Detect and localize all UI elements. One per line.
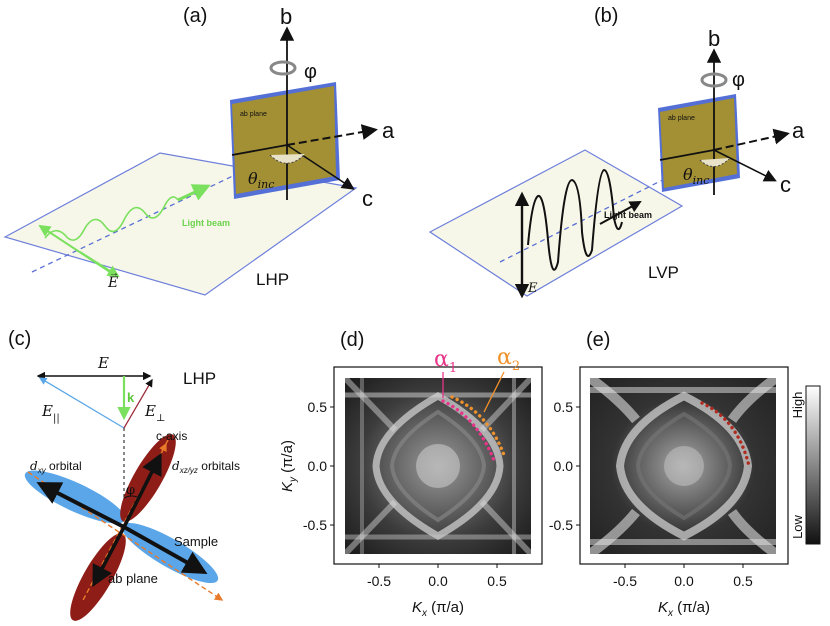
beam-axis-line: [499, 151, 719, 263]
panel-a-label: (a): [183, 5, 207, 27]
theta-label: θinc: [248, 169, 274, 191]
ab-plane-arrow-left: [36, 482, 125, 529]
x-axis-label: Kx (π/a): [658, 599, 710, 619]
y-tick-label: 0.0: [308, 458, 328, 474]
axis-c: [286, 144, 355, 190]
y-tick-label: -0.5: [549, 517, 573, 533]
axis-a-dashed: [659, 149, 715, 161]
axis-a-label: a: [382, 118, 395, 143]
axis-b-label: b: [280, 4, 292, 29]
y-tick-label: 0.5: [554, 399, 574, 415]
polarization-label: LHP: [183, 369, 216, 388]
ab-plane-arrow-right: [123, 525, 208, 574]
y-tick-label: 0.5: [308, 399, 328, 415]
axis-c: [713, 149, 777, 182]
theta-arc: [269, 153, 306, 164]
ab-plane-arrow-down: [92, 526, 126, 588]
e-label: E: [97, 354, 109, 372]
panel-c-label: (c): [8, 328, 31, 350]
panel-a: (a) Light beam E → ab plane b a c φ θinc…: [3, 4, 395, 296]
x-ticks: [576, 406, 744, 568]
sample-axis-line: [27, 471, 224, 601]
x-tick-label: -0.5: [367, 573, 391, 589]
k-label: k: [127, 390, 135, 405]
x-axis-label: Kx (π/a): [412, 599, 464, 619]
e-field-label: E: [107, 275, 118, 291]
alpha1-dotted-line: [441, 399, 497, 465]
intensity-map: [345, 378, 531, 554]
beam-arrow: [599, 201, 642, 225]
colorbar: High Low: [790, 385, 821, 545]
x-tick-label: 0.5: [733, 573, 753, 589]
beam-axis-line: [31, 151, 284, 273]
alpha1-label: α1: [434, 347, 457, 376]
phi-label: φ: [732, 69, 745, 91]
axis-a: [713, 128, 790, 151]
alpha2-label: α2: [497, 345, 520, 374]
colorbar-low-label: Low: [790, 514, 805, 538]
phi-label: φ: [126, 483, 135, 498]
rotation-icon: [700, 72, 728, 88]
ab-plane-label: ab plane: [108, 571, 158, 586]
panel-b: (b) Light beam E ab plane b a c φ θinc L…: [428, 5, 805, 299]
e-field-label: E: [527, 281, 538, 296]
beam-label: Light beam: [182, 218, 230, 228]
plate-label: ab plane: [668, 115, 695, 122]
intensity-map: [590, 378, 776, 554]
incidence-plane: [428, 149, 684, 297]
panel-d: (d) α1 α2 -0.5 0.0 0: [279, 329, 543, 619]
e-perp-label: E⊥: [144, 402, 165, 424]
x-tick-label: 0.0: [674, 573, 694, 589]
polarization-label: LVP: [648, 263, 679, 282]
x-ticks: [330, 406, 498, 568]
x-tick-label: 0.5: [487, 573, 507, 589]
alpha2-dotted-line: [450, 395, 507, 460]
plate-label: ab plane: [240, 111, 267, 118]
axis-c-label: c: [362, 186, 373, 211]
sample-label: Sample: [174, 534, 218, 549]
phi-arc: [123, 495, 140, 499]
e-field-vec-arrow: →: [109, 268, 119, 279]
beam-label: Light beam: [604, 210, 652, 220]
rotation-icon: [269, 60, 297, 76]
c-axis-arrow-black: [122, 452, 162, 528]
axis-a-label: a: [792, 118, 805, 143]
theta-arc: [699, 157, 731, 167]
colorbar-gradient: [805, 385, 821, 545]
dxz-label: dxz/yz orbitals: [172, 459, 240, 475]
alpha2-pointer: [483, 371, 505, 413]
y-tick-label: 0.0: [554, 458, 574, 474]
beam-arrow: [177, 184, 211, 202]
phi-label: φ: [304, 61, 317, 83]
axis-c-label: c: [780, 172, 791, 197]
y-tick-label: -0.5: [303, 517, 327, 533]
panel-c: (c) E E|| E⊥ k LHP c-axis dxy orbital dx…: [8, 328, 240, 621]
c-axis-label: c-axis: [156, 429, 187, 443]
light-wave: [44, 196, 179, 241]
fermi-surface-dotted-line: [700, 401, 751, 468]
panel-b-label: (b): [594, 5, 618, 27]
axis-b-label: b: [708, 26, 720, 51]
theta-label: θinc: [683, 165, 709, 187]
panel-d-label: (d): [340, 329, 364, 351]
e-par-vector: [38, 377, 125, 429]
dxy-label: dxy orbital: [30, 459, 82, 475]
panel-e: (e) -0.5 0.0 0.5 0.5 0.0 -0.5 Kx (π/a): [549, 329, 789, 619]
panel-e-label: (e): [586, 329, 610, 351]
x-tick-label: 0.0: [428, 573, 448, 589]
y-axis-label: Ky (π/a): [279, 440, 299, 492]
axis-a-dashed: [231, 144, 288, 156]
light-wave: [527, 168, 623, 271]
axis-a: [286, 124, 378, 146]
sample-plate: [232, 86, 336, 194]
e-field-arrow-back: [79, 251, 120, 278]
e-par-label: E||: [41, 402, 60, 424]
colorbar-high-label: High: [790, 392, 805, 419]
polarization-label: LHP: [256, 270, 289, 289]
x-tick-label: -0.5: [613, 573, 637, 589]
